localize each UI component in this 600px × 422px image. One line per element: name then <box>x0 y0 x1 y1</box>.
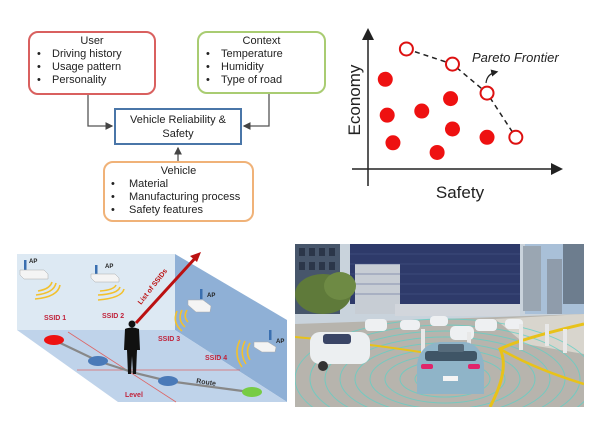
reliability-line-2: Safety <box>162 128 194 140</box>
ssid-list-arrow <box>134 253 200 325</box>
context-item: Temperature <box>199 48 324 61</box>
route-node-start <box>44 335 64 345</box>
floor <box>17 330 287 402</box>
data-point <box>429 144 445 160</box>
wifi-signal-icon <box>34 281 61 300</box>
ap-label: AP <box>29 259 37 265</box>
back-wall <box>17 254 175 330</box>
data-point <box>443 91 459 107</box>
vehicle-box: Vehicle Material Manufacturing process S… <box>103 161 254 222</box>
route-node <box>158 376 178 386</box>
context-item: Humidity <box>199 61 324 74</box>
reliability-line-1: Vehicle Reliability & <box>130 114 226 126</box>
context-item: Type of road <box>199 74 324 87</box>
annotation-arrow <box>485 69 499 84</box>
route-node <box>88 356 108 366</box>
access-point-icon <box>253 330 277 353</box>
vehicle-title: Vehicle <box>160 165 197 177</box>
data-point <box>379 107 395 123</box>
ssid-label: SSID 2 <box>102 313 124 320</box>
data-point <box>385 135 401 151</box>
ssid-list-arrowhead <box>190 252 201 262</box>
level-label: Level <box>125 392 143 399</box>
user-box: User Driving history Usage pattern Perso… <box>28 31 156 95</box>
side-wall <box>175 254 287 402</box>
context-box: Context Temperature Humidity Type of roa… <box>197 31 326 94</box>
user-item: Usage pattern <box>30 61 154 74</box>
route-node-end <box>242 387 262 397</box>
data-point <box>444 121 460 137</box>
user-title: User <box>80 35 104 47</box>
x-axis-label: Safety <box>436 183 485 202</box>
reliability-box: Vehicle Reliability & Safety <box>114 108 242 145</box>
user-item: Driving history <box>30 48 154 61</box>
access-point-icon <box>90 265 120 283</box>
context-title: Context <box>242 35 281 47</box>
wifi-signal-icon <box>174 309 189 332</box>
autonomous-car-photo <box>295 244 584 407</box>
user-connector <box>87 95 114 130</box>
ssid-label: SSID 4 <box>205 355 227 362</box>
ap-label: AP <box>105 264 113 270</box>
wifi-signal-icon <box>236 339 251 368</box>
person-icon <box>124 320 140 374</box>
y-axis-label: Economy <box>345 64 364 135</box>
access-point-icon <box>19 260 49 280</box>
data-points <box>377 41 524 160</box>
data-point <box>414 103 430 119</box>
access-point-icon <box>187 289 212 313</box>
pareto-point <box>398 41 414 57</box>
vehicle-item: Material <box>105 178 252 191</box>
data-point <box>377 71 393 87</box>
pareto-point <box>444 56 460 72</box>
ap-label: AP <box>276 339 284 345</box>
context-connector <box>242 94 270 130</box>
pareto-point <box>508 129 524 145</box>
data-point <box>479 129 495 145</box>
route-label: Route <box>196 378 217 388</box>
pareto-frontier-line <box>406 48 517 138</box>
pareto-frontier-label: Pareto Frontier <box>472 50 559 65</box>
pareto-point <box>479 85 495 101</box>
vehicle-item: Safety features <box>105 204 252 217</box>
user-item: Personality <box>30 74 154 87</box>
level-line <box>67 331 177 403</box>
vehicle-item: Manufacturing process <box>105 191 252 204</box>
wifi-signal-icon <box>97 284 125 301</box>
ap-label: AP <box>207 293 215 299</box>
ssid-label: SSID 1 <box>44 315 66 322</box>
ssid-label: SSID 3 <box>158 336 180 343</box>
